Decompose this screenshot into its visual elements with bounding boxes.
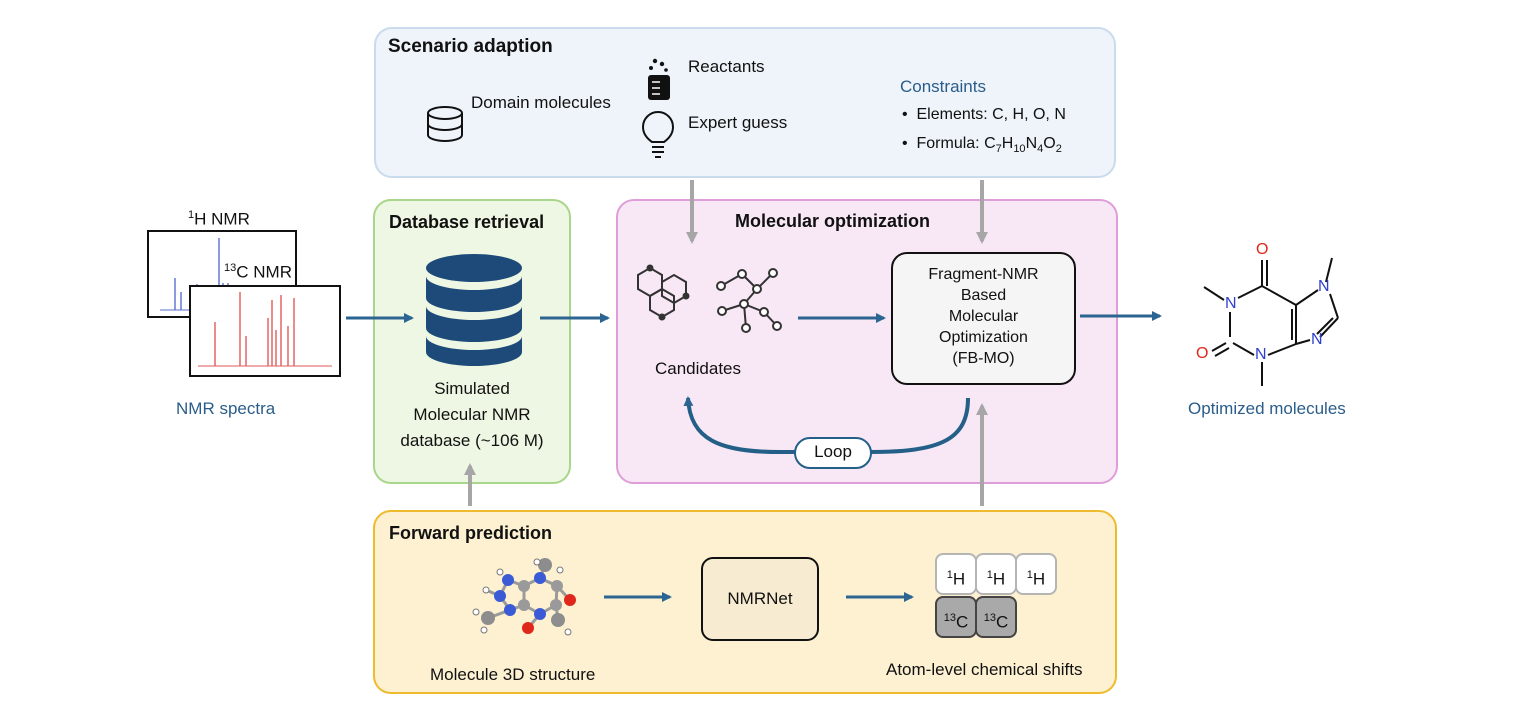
lightbulb-icon xyxy=(641,111,675,158)
nmrnet-box: NMRNet xyxy=(701,557,819,641)
nmr-spectra-caption: NMR spectra xyxy=(176,399,276,418)
scenario-title: Scenario adaption xyxy=(388,36,553,57)
beaker-icon xyxy=(648,58,670,100)
domain-molecules-label: Domain molecules xyxy=(471,93,611,112)
atom-o-top: O xyxy=(1256,241,1269,258)
bullet-icon: • xyxy=(902,135,917,152)
constraint-elements: • Elements: C, H, O, N xyxy=(902,106,1066,123)
atom-n-left: N xyxy=(1225,295,1237,312)
molecule-3d-model xyxy=(472,558,576,636)
c-shift-tile-2: 13C xyxy=(975,596,1017,638)
structure-caption: Molecule 3D structure xyxy=(430,665,596,684)
constraints-title: Constraints xyxy=(900,77,986,96)
scenario-panel xyxy=(374,27,1116,178)
expert-guess-label: Expert guess xyxy=(688,113,788,132)
atom-n-bottom: N xyxy=(1255,346,1267,363)
bullet-icon: • xyxy=(902,106,917,123)
atom-o-left: O xyxy=(1196,345,1209,362)
reactants-label: Reactants xyxy=(688,57,765,76)
fbmo-method-box: Fragment-NMR Based Molecular Optimizatio… xyxy=(891,252,1076,385)
database-stack-icon xyxy=(426,254,522,366)
h-shift-tile-2: 1H xyxy=(975,553,1017,595)
h-shift-tile-3: 1H xyxy=(1015,553,1057,595)
shifts-caption: Atom-level chemical shifts xyxy=(886,660,1083,679)
c-nmr-label: 13C NMR xyxy=(222,262,294,283)
atom-n-right: N xyxy=(1311,331,1323,348)
constraint-formula: • Formula: C7H10N4O2 xyxy=(902,135,1062,156)
candidates-label: Candidates xyxy=(655,359,742,378)
h-shift-tile-1: 1H xyxy=(935,553,977,595)
graph-molecule-icon xyxy=(716,268,782,333)
forward-title: Forward prediction xyxy=(389,523,553,543)
fused-ring-icon xyxy=(637,264,690,321)
atom-n-top-right: N xyxy=(1318,278,1330,295)
optimized-molecule-structure xyxy=(1203,257,1339,386)
c-shift-tile-1: 13C xyxy=(935,596,977,638)
h-nmr-label: 1H NMR xyxy=(188,209,250,229)
database-description: Simulated Molecular NMR database (~106 M… xyxy=(400,379,544,450)
database-icon xyxy=(427,106,463,142)
optimized-molecules-caption: Optimized molecules xyxy=(1188,399,1346,418)
optimization-title: Molecular optimization xyxy=(735,211,931,231)
c-nmr-spectrum xyxy=(189,285,341,377)
database-title: Database retrieval xyxy=(389,212,545,232)
loop-label: Loop xyxy=(794,437,872,469)
